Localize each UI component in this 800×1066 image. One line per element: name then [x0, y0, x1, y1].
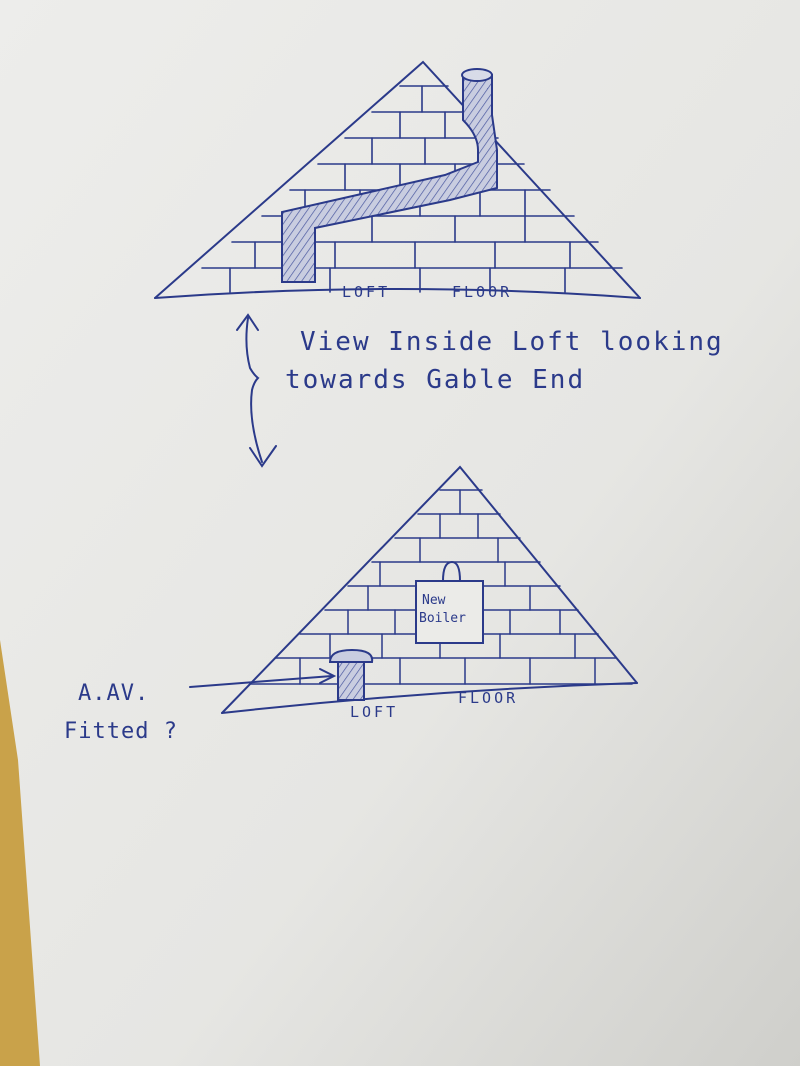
top-gable-diagram: [154, 60, 641, 299]
arrow-shaft: [245, 317, 263, 463]
aav-body: [337, 661, 365, 701]
bottom-roof-outline: [221, 465, 638, 714]
top-loft-floor-line: [154, 288, 641, 299]
top-flue-cap: [461, 68, 493, 82]
aav-pointer-line: [189, 675, 333, 688]
bottom-gable-diagram: [189, 465, 638, 714]
caption-line-2: towards Gable End: [285, 365, 585, 395]
new-boiler-box: [415, 580, 484, 644]
aav-pointer-head: [319, 668, 337, 684]
top-loft-label: LOFT: [342, 283, 390, 301]
aav-annotation-line-2: Fitted ?: [64, 719, 178, 744]
aav-annotation-line-1: A.AV.: [78, 681, 149, 706]
bottom-loft-label: LOFT: [350, 703, 398, 721]
boiler-label-line-2: Boiler: [419, 611, 466, 626]
double-arrow: [236, 313, 277, 468]
boiler-label-line-1: New: [422, 593, 446, 608]
arrow-down-head: [249, 445, 277, 468]
bottom-loft-floor-line: [221, 682, 638, 714]
boiler-flue-outlet: [442, 560, 461, 582]
top-floor-label: FLOOR: [452, 283, 512, 301]
arrow-up-head: [236, 313, 259, 331]
bottom-floor-label: FLOOR: [458, 689, 518, 707]
aav-cap: [328, 648, 374, 663]
caption-line-1: View Inside Loft looking: [300, 327, 724, 357]
top-flue-pipe: [281, 74, 498, 283]
top-roof-outline: [154, 60, 641, 299]
